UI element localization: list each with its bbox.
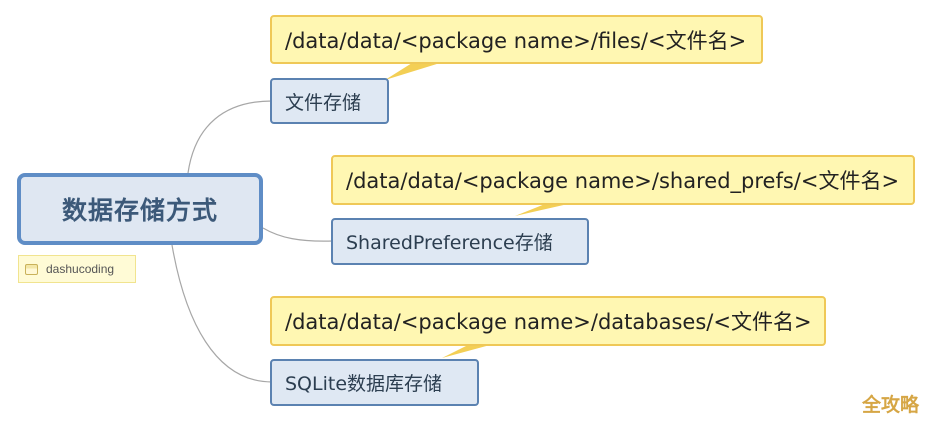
connector-sqlite [171,244,273,383]
callout-sqlite-path: /data/data/<package name>/databases/<文件名… [270,296,826,346]
callout-sharedpref-path-text: /data/data/<package name>/shared_prefs/<… [346,169,900,193]
callout-file-path-text: /data/data/<package name>/files/<文件名> [285,28,747,53]
topic-sharedpref-storage-label: SharedPreference存储 [346,232,553,254]
tag-label: dashucoding [46,262,115,276]
callout-pointer-sharedpref [515,204,568,216]
callout-pointer-file [385,63,440,80]
central-topic-tag: dashucoding [18,255,136,283]
callout-sqlite-path-text: /data/data/<package name>/databases/<文件名… [285,310,812,334]
central-topic: 数据存储方式 [17,173,263,245]
topic-file-storage: 文件存储 [270,78,389,124]
callout-pointer-sqlite [442,345,490,358]
topic-file-storage-label: 文件存储 [285,91,362,114]
watermark: 全攻略 [862,394,920,416]
note-icon [25,263,38,275]
callout-sharedpref-path: /data/data/<package name>/shared_prefs/<… [331,155,915,205]
connector-file [187,100,273,174]
callout-file-path: /data/data/<package name>/files/<文件名> [270,15,763,64]
topic-sqlite-storage-label: SQLite数据库存储 [285,373,443,395]
topic-sharedpref-storage: SharedPreference存储 [331,218,589,265]
topic-sqlite-storage: SQLite数据库存储 [270,359,479,406]
central-topic-label: 数据存储方式 [61,196,218,225]
connector-sharedpref [262,227,334,242]
